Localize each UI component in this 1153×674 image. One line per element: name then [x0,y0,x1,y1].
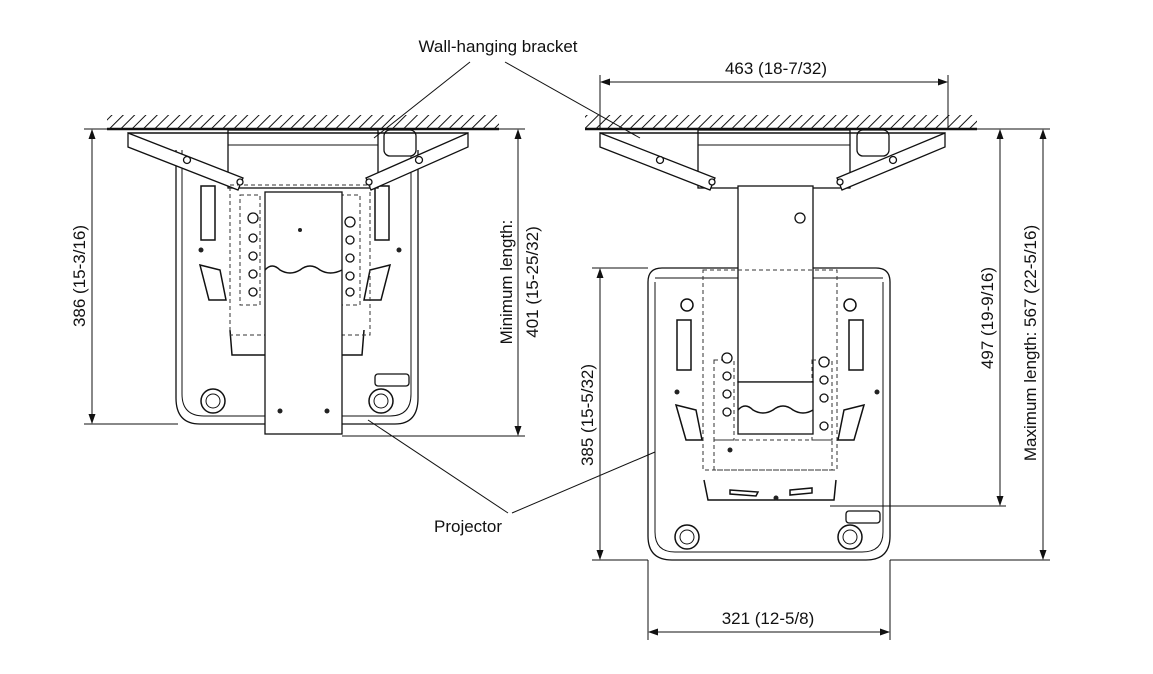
max-length-label: Maximum length: 567 (22-5/16) [1021,225,1040,461]
bracket-right [599,129,946,501]
dimension-lines [84,75,1050,640]
right-projector-height-label: 385 (15-5/32) [578,364,597,466]
top-width-label: 463 (18-7/32) [725,59,827,78]
bottom-width-label: 321 (12-5/8) [722,609,815,628]
projector-label: Projector [434,517,502,536]
min-length-value: 401 (15-25/32) [523,226,542,338]
bracket-left [127,129,469,435]
ceiling-left [107,115,499,131]
ceiling-right [585,115,977,131]
min-length-label: Minimum length: [497,220,516,345]
wall-bracket-label: Wall-hanging bracket [418,37,577,56]
left-height-label: 386 (15-3/16) [70,225,89,327]
right-height-label: 497 (19-9/16) [978,267,997,369]
